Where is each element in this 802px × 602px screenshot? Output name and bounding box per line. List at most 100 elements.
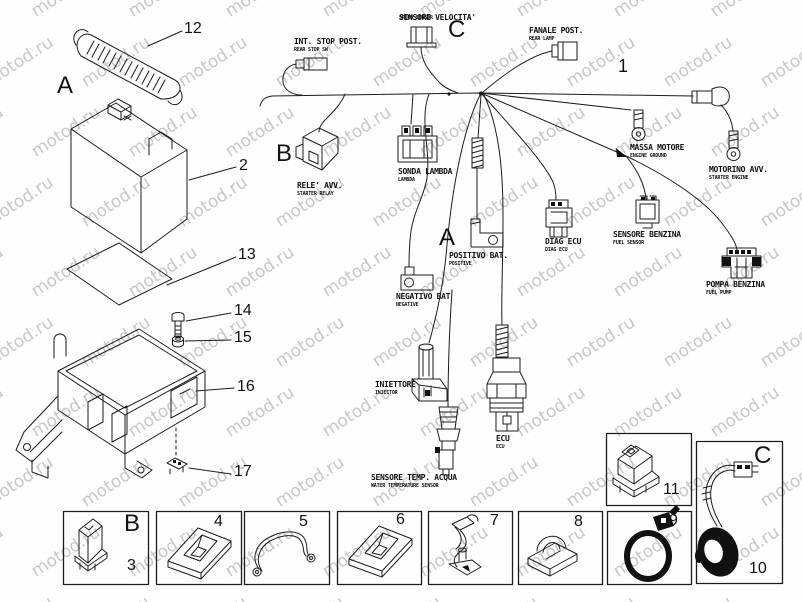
callout-13: 13: [238, 246, 256, 263]
label-lambda-sub: LAMBDA: [398, 177, 415, 183]
battery-negative-terminal: [400, 93, 434, 291]
battery-positive-terminal: [470, 94, 504, 248]
label-bat-negative-sub: NEGATIVE: [396, 302, 419, 308]
label-water-temp: SENSORE TEMP. ACQUA WATER TEMPERATURE SE…: [371, 473, 457, 489]
harness-trunk: [259, 86, 730, 107]
cable-tie-part-drawing: [624, 505, 680, 582]
letter-box3: B: [124, 510, 141, 537]
rear-stop-connector: [282, 57, 328, 96]
box-4: [155, 510, 243, 586]
label-injector-main: INIETTORE: [375, 380, 416, 389]
letter-relay-group: B: [276, 140, 293, 167]
battery-strap-drawing: [73, 29, 183, 106]
label-ecu-main: ECU: [496, 434, 510, 443]
cable-part-drawing: [252, 531, 316, 577]
label-starter-relay-main: RELE' AVV.: [297, 181, 343, 190]
clip-drawing: [166, 427, 188, 475]
engine-ground-terminal: [480, 92, 646, 141]
callout-16: 16: [237, 378, 255, 395]
label-rear-stop-main: INT. STOP POST.: [294, 37, 362, 46]
box-10: [695, 440, 784, 585]
label-lambda-main: SONDA LAMBDA: [398, 167, 453, 176]
lambda-connector: [397, 93, 438, 163]
label-lambda: SONDA LAMBDA LAMBDA: [398, 167, 453, 183]
label-ecu: ECU ECU: [496, 434, 510, 450]
label-diag-ecu-sub: DIAG ECU: [545, 247, 568, 253]
box-5: [243, 510, 331, 586]
callout-4: 4: [214, 513, 223, 530]
sensor-part-drawing: [612, 444, 660, 498]
fuel-sensor-connector: [625, 155, 660, 229]
callout-7: 7: [490, 512, 499, 529]
label-injector: INIETTORE INJECTOR: [375, 380, 416, 396]
box-6: [336, 510, 423, 586]
callout-10: 10: [749, 560, 767, 577]
battery-drawing: [70, 98, 188, 254]
rubber-pad2-part-drawing: [348, 525, 413, 578]
label-rear-stop-sub: REAR STOP SW: [294, 47, 328, 53]
callout-1: 1: [618, 56, 629, 76]
label-rear-stop: INT. STOP POST. REAR STOP SW: [294, 37, 362, 53]
box-9: [606, 510, 693, 586]
letter-battery-group: A: [57, 72, 74, 99]
label-bat-positive-main: POSITIVO BAT.: [449, 251, 508, 260]
label-bat-negative-main: NEGATIVO BAT: [396, 292, 451, 301]
label-starter-motor-sub: STARTER ENGINE: [709, 175, 749, 181]
label-fuel-pump: POMPA BENZINA FUEL PUMP: [706, 280, 765, 296]
label-diag-ecu: DIAG ECU DIAG ECU: [545, 237, 581, 253]
label-water-temp-sub: WATER TEMPERATURE SENSOR: [371, 483, 439, 489]
label-starter-motor-main: MOTORINO AVV.: [709, 165, 768, 174]
label-starter-motor: MOTORINO AVV. STARTER ENGINE: [709, 165, 768, 181]
diag-ecu-connector: [480, 92, 573, 238]
callout-8: 8: [574, 513, 583, 530]
label-speed-sensor-main: SENSORE VELOCITA': [399, 13, 476, 22]
box-3: [62, 510, 150, 586]
speed-sensor-part-drawing: [695, 461, 759, 577]
label-fuel-sensor: SENSORE BENZINA FUEL SENSOR: [613, 230, 681, 246]
callout-12: 12: [184, 20, 202, 37]
label-water-temp-main: SENSORE TEMP. ACQUA: [371, 473, 457, 482]
label-rear-lamp: FANALE POST. REAR LAMP: [529, 26, 584, 42]
letter-speed-group: C: [448, 16, 466, 43]
parts-boxes: [62, 432, 784, 586]
callout-14: 14: [234, 302, 252, 319]
injector-drawing: [411, 92, 482, 402]
callout-9: 9: [669, 512, 678, 529]
label-speed-sensor: SENSORE VELOCITA' SPEED SENSOR: [399, 13, 476, 22]
label-rear-lamp-main: FANALE POST.: [529, 26, 584, 35]
label-starter-relay-sub: STARTER RELAY: [297, 191, 334, 197]
letter-terminals-group: A: [439, 224, 456, 251]
label-speed-sensor-sub: SPEED SENSOR: [399, 15, 433, 21]
callout-3: 3: [127, 557, 136, 574]
label-rear-lamp-sub: REAR LAMP: [529, 36, 555, 42]
callout-17: 17: [234, 463, 252, 480]
speed-sensor-connector: [406, 26, 459, 94]
label-fuel-pump-sub: FUEL PUMP: [706, 290, 732, 296]
bracket-part-drawing: [448, 514, 482, 576]
callout-5: 5: [299, 513, 308, 530]
label-fuel-sensor-main: SENSORE BENZINA: [613, 230, 681, 239]
rear-lamp-connector: [482, 41, 578, 93]
box-7: [427, 510, 514, 586]
relay-part-drawing: [74, 518, 108, 572]
grommet-part-drawing: [527, 535, 578, 577]
callout-2: 2: [239, 157, 248, 174]
label-engine-ground: MASSA MOTORE ENGINE GROUND: [630, 143, 685, 159]
label-injector-sub: INJECTOR: [375, 390, 398, 396]
leader-lines: [147, 30, 237, 475]
label-engine-ground-main: MASSA MOTORE: [630, 143, 685, 152]
nut-drawing: [172, 335, 184, 348]
water-temp-sensor-drawing: [435, 289, 461, 476]
starter-relay-drawing: [295, 93, 346, 171]
ecu-drawing: [482, 92, 527, 432]
starter-motor-terminal: [720, 104, 741, 161]
fuel-pump-connector: [480, 92, 762, 279]
battery-pad-drawing: [66, 242, 173, 306]
label-bat-positive-sub: POSITIVE: [449, 261, 472, 267]
label-diag-ecu-main: DIAG ECU: [545, 237, 582, 246]
label-bat-negative: NEGATIVO BAT NEGATIVE: [396, 292, 451, 308]
label-engine-ground-sub: ENGINE GROUND: [630, 153, 667, 159]
box-8: [517, 510, 604, 586]
